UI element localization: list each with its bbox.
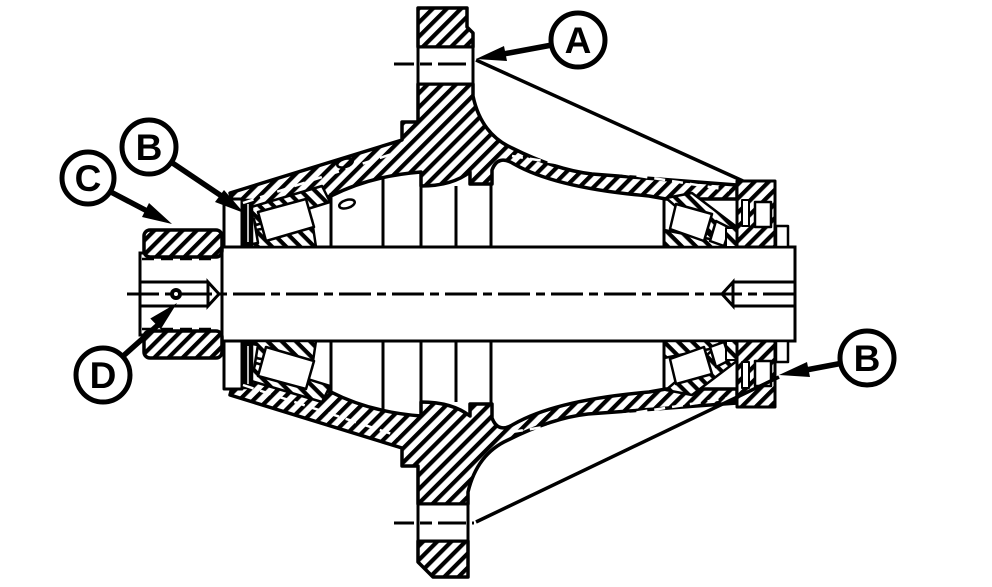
- callout-b-bottom-right: B: [837, 328, 897, 388]
- shaft-shoulder-ring: [774, 339, 790, 364]
- callout-c-arrowhead: [142, 203, 172, 224]
- spindle-nut-lower: [142, 329, 224, 360]
- callout-d-label: D: [90, 355, 117, 396]
- callout-b2-extent-line: [475, 375, 780, 524]
- callout-c-leader: [107, 188, 151, 215]
- callout-d: D: [73, 345, 133, 405]
- hub-bore-steps: [329, 176, 666, 412]
- callout-b1-label: B: [136, 127, 163, 168]
- callout-a-label: A: [565, 20, 592, 61]
- hub-lower-section: [228, 371, 739, 506]
- upper-flange-tip: [416, 6, 475, 49]
- hub-lube-holes: [336, 157, 356, 210]
- cotter-pin-hole-center: [174, 292, 178, 296]
- callout-d-leader: [120, 322, 160, 360]
- bearing-roller: [256, 345, 316, 391]
- callout-b2-leader: [805, 360, 844, 373]
- left-bearing-bottom: [220, 339, 332, 404]
- retainer-slot: [741, 199, 750, 227]
- callout-leaders: [107, 42, 844, 524]
- retainer-slot: [741, 361, 750, 389]
- callout-a-arrowhead: [476, 46, 507, 61]
- bearing-roller: [256, 197, 316, 243]
- left-bearing-top: [220, 184, 332, 249]
- callout-a-extent-line: [475, 58, 744, 183]
- hub-wall-hidden-lines: [242, 150, 730, 438]
- spindle-nut-upper: [142, 228, 224, 259]
- callout-balloons: A B C D B: [59, 10, 897, 405]
- bearing-roller: [668, 345, 714, 386]
- callout-d-arrowhead: [150, 303, 177, 330]
- shaft-shoulder-ring: [774, 224, 790, 249]
- callout-a-leader: [497, 42, 553, 58]
- lower-flange-tip: [416, 539, 470, 579]
- callout-b1-leader: [169, 159, 228, 202]
- callout-b2-label: B: [854, 338, 881, 379]
- hub-seal: [222, 339, 244, 391]
- hub-seal: [222, 197, 244, 249]
- callout-b2-arrowhead: [779, 362, 810, 377]
- hub-body: [228, 6, 739, 579]
- bearing-roller: [668, 202, 714, 243]
- callout-b-top-left: B: [119, 117, 179, 177]
- callout-c-label: C: [75, 158, 102, 199]
- right-bearing-top: [662, 179, 790, 249]
- callout-a: A: [548, 10, 608, 70]
- callout-c: C: [59, 149, 117, 207]
- retainer-window: [753, 200, 773, 229]
- hub-upper-section: [228, 82, 739, 217]
- callout-b1-arrowhead: [215, 190, 244, 213]
